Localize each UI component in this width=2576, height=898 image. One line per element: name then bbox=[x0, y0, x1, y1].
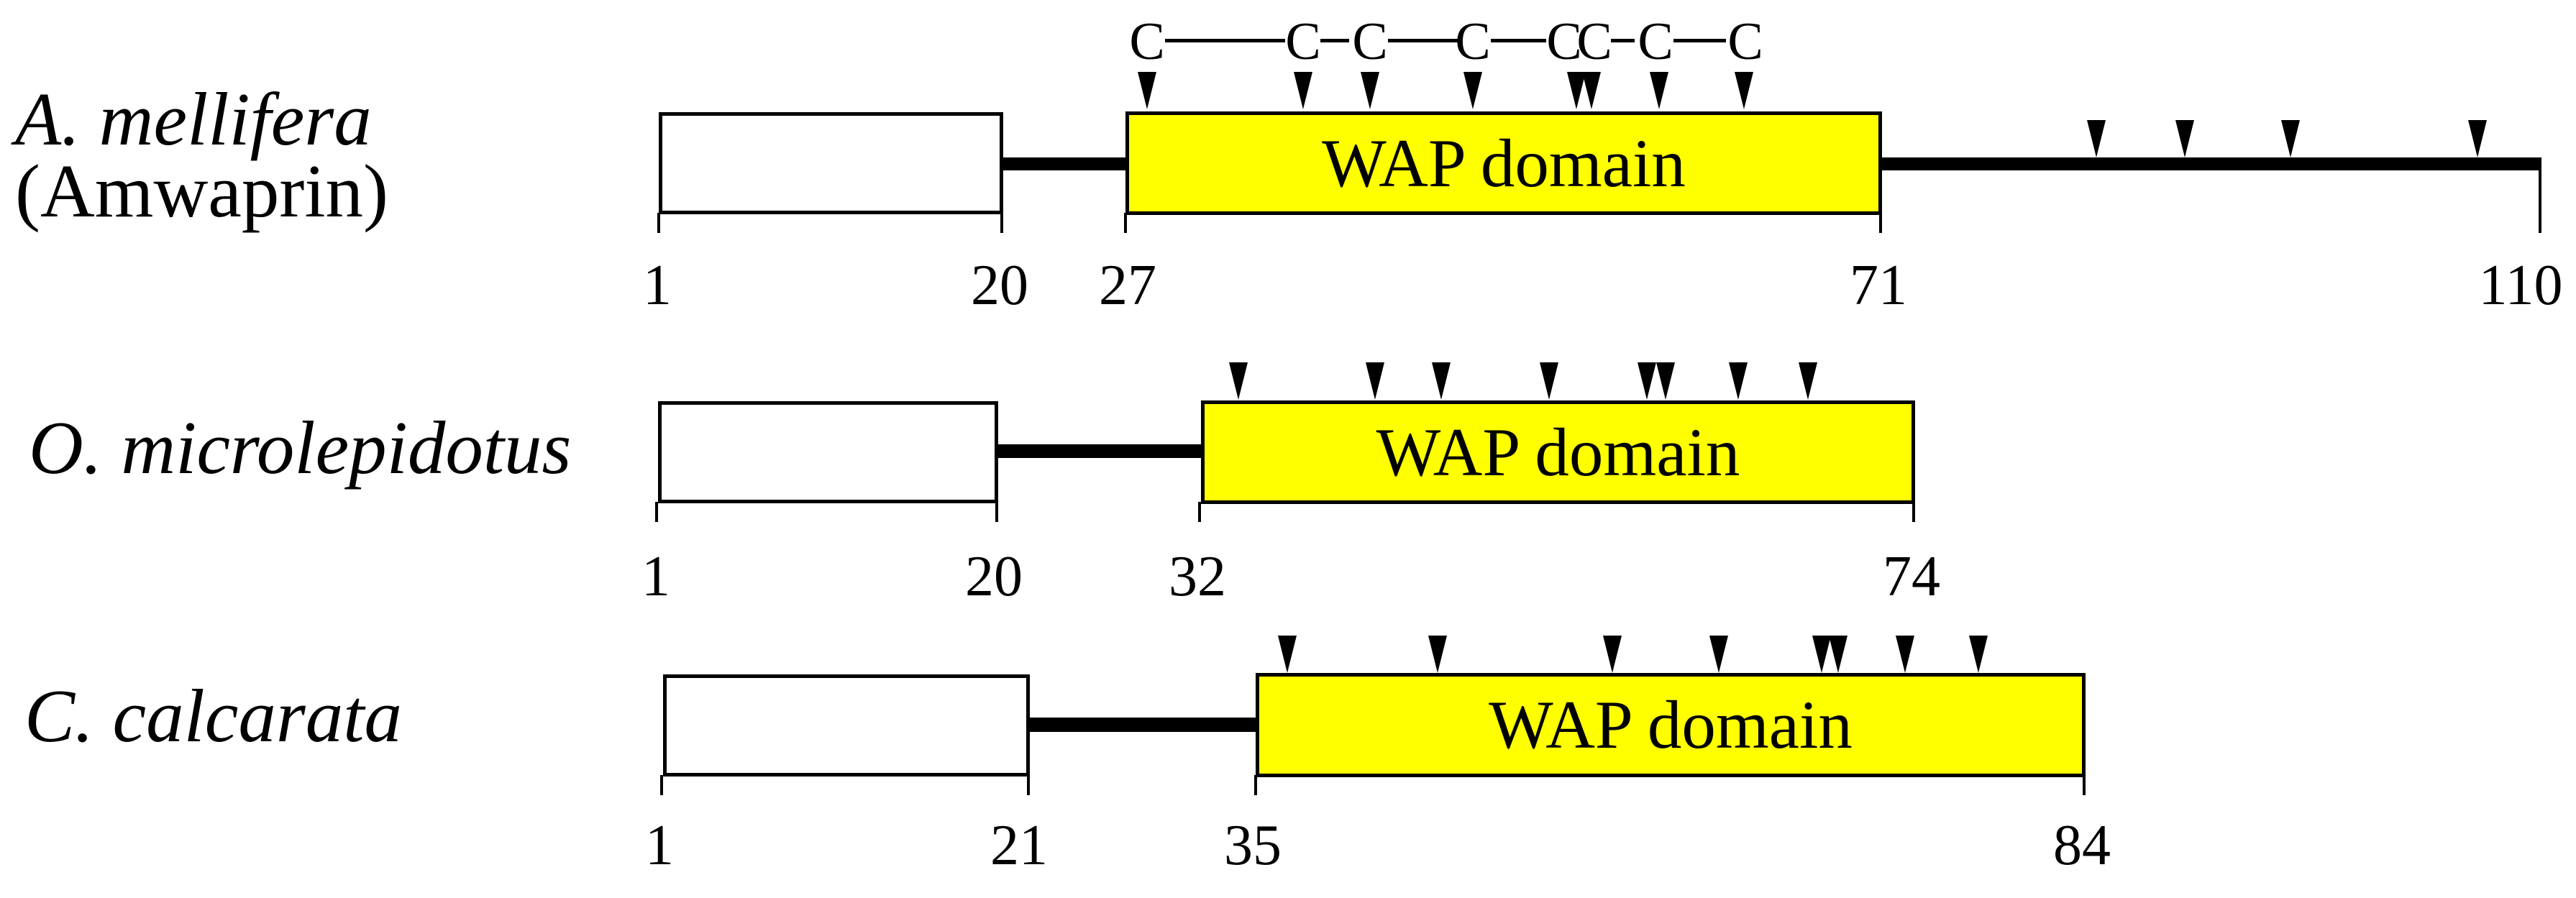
cysteine-marker-icon bbox=[1969, 636, 1988, 673]
signal-peptide-box bbox=[658, 401, 998, 503]
residue-number: 1 bbox=[643, 254, 672, 317]
cysteine-marker-icon bbox=[1709, 636, 1728, 673]
cysteine-bridge-line bbox=[1165, 39, 1285, 42]
cysteine-label: C bbox=[1576, 12, 1612, 71]
position-tick bbox=[660, 775, 663, 795]
species-name: A. mellifera bbox=[15, 77, 372, 161]
wap-domain-box: WAP domain bbox=[1201, 400, 1915, 504]
cysteine-marker-icon bbox=[1896, 636, 1914, 673]
species-note: (Amwaprin) bbox=[15, 149, 389, 233]
cysteine-marker-icon bbox=[1428, 636, 1447, 673]
wap-domain-box: WAP domain bbox=[1125, 111, 1882, 215]
species-name: O. microlepidotus bbox=[29, 406, 572, 490]
cysteine-bridge-line bbox=[1491, 39, 1546, 42]
position-tick bbox=[1912, 502, 1915, 522]
cysteine-label: C bbox=[1352, 12, 1388, 71]
cysteine-bridge-line bbox=[1673, 39, 1726, 42]
cysteine-marker-icon bbox=[1729, 362, 1748, 400]
species-label: A. mellifera (Amwaprin) bbox=[15, 77, 389, 233]
residue-number: 1 bbox=[645, 814, 674, 877]
cysteine-marker-icon bbox=[2175, 120, 2194, 157]
cysteine-marker-icon bbox=[1278, 636, 1297, 673]
cysteine-marker-icon bbox=[1229, 362, 1248, 400]
cysteine-marker-icon bbox=[1812, 636, 1831, 673]
position-tick bbox=[1124, 213, 1127, 233]
cysteine-label: C bbox=[1129, 12, 1165, 71]
position-tick bbox=[1198, 502, 1201, 522]
residue-number: 1 bbox=[641, 545, 670, 608]
residue-number: 20 bbox=[971, 254, 1028, 317]
signal-peptide-box bbox=[659, 112, 1003, 214]
position-tick bbox=[655, 502, 658, 522]
linker-line bbox=[1002, 157, 1127, 170]
cysteine-marker-icon bbox=[1366, 362, 1384, 400]
cysteine-marker-icon bbox=[1138, 72, 1156, 109]
residue-number: 21 bbox=[990, 814, 1048, 877]
species-name: C. calcarata bbox=[24, 674, 402, 758]
position-tick bbox=[1000, 213, 1003, 233]
cysteine-marker-icon bbox=[1735, 72, 1753, 109]
signal-peptide-box bbox=[663, 674, 1030, 776]
residue-number: 20 bbox=[965, 545, 1023, 608]
cysteine-marker-icon bbox=[1656, 362, 1675, 400]
position-tick bbox=[995, 502, 998, 522]
cysteine-marker-icon bbox=[1294, 72, 1312, 109]
cysteine-bridge-line bbox=[1320, 39, 1349, 42]
position-tick bbox=[1027, 775, 1030, 795]
cysteine-marker-icon bbox=[2281, 120, 2300, 157]
wap-domain-label: WAP domain bbox=[1322, 124, 1686, 201]
cysteine-marker-icon bbox=[1463, 72, 1482, 109]
cysteine-label: C bbox=[1285, 12, 1321, 71]
position-tick bbox=[1879, 213, 1882, 233]
species-label: C. calcarata bbox=[24, 674, 402, 758]
cysteine-marker-icon bbox=[1432, 362, 1451, 400]
residue-number: 71 bbox=[1850, 254, 1907, 317]
position-tick bbox=[657, 213, 660, 233]
linker-line bbox=[997, 444, 1202, 458]
wap-domain-label: WAP domain bbox=[1376, 413, 1740, 490]
linker-line bbox=[1028, 718, 1259, 732]
cysteine-marker-icon bbox=[2468, 120, 2487, 157]
cysteine-marker-icon bbox=[1799, 362, 1817, 400]
residue-number: 27 bbox=[1099, 254, 1156, 317]
cysteine-bridge-line bbox=[1611, 39, 1635, 42]
cysteine-marker-icon bbox=[2087, 120, 2106, 157]
cysteine-marker-icon bbox=[1603, 636, 1622, 673]
cysteine-label: C bbox=[1638, 12, 1673, 71]
residue-number: 74 bbox=[1883, 545, 1940, 608]
cysteine-marker-icon bbox=[1638, 362, 1656, 400]
position-tick bbox=[1254, 775, 1257, 795]
residue-number: 110 bbox=[2478, 254, 2563, 317]
residue-number: 35 bbox=[1224, 814, 1282, 877]
wap-domain-label: WAP domain bbox=[1489, 687, 1853, 763]
cysteine-marker-icon bbox=[1829, 636, 1847, 673]
position-tick bbox=[2083, 775, 2086, 795]
cysteine-label: C bbox=[1546, 12, 1582, 71]
cysteine-label: C bbox=[1727, 12, 1763, 71]
species-label: O. microlepidotus bbox=[29, 406, 572, 490]
wap-domain-box: WAP domain bbox=[1256, 673, 2086, 777]
cysteine-marker-icon bbox=[1540, 362, 1558, 400]
c-terminal-line bbox=[1881, 157, 2541, 170]
position-tick bbox=[2539, 165, 2541, 233]
cysteine-marker-icon bbox=[1650, 72, 1668, 109]
residue-number: 84 bbox=[2053, 814, 2111, 877]
cysteine-bridge-line bbox=[1388, 39, 1462, 42]
cysteine-marker-icon bbox=[1361, 72, 1379, 109]
cysteine-marker-icon bbox=[1582, 72, 1601, 109]
residue-number: 32 bbox=[1169, 545, 1226, 608]
